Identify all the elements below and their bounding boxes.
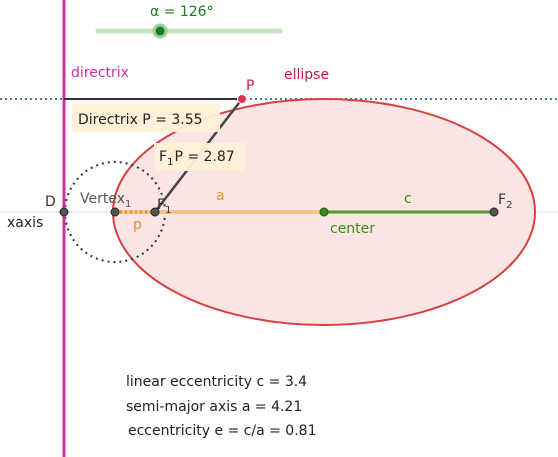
point-p-label: P [246,78,254,94]
focus2-label: F2 [498,192,512,211]
xaxis-label: xaxis [7,215,43,231]
linear-eccentricity-readout: linear eccentricity c = 3.4 [126,374,307,390]
point-f2[interactable] [489,207,499,217]
point-p[interactable] [237,94,247,104]
slider-label: α = 126° [150,4,214,20]
point-d-label: D [45,194,56,210]
semi-major-readout: semi-major axis a = 4.21 [126,399,302,415]
directrix-label: directrix [71,65,129,81]
point-center[interactable] [319,207,329,217]
eccentricity-readout: eccentricity e = c/a = 0.81 [128,423,316,439]
point-f1[interactable] [150,207,160,217]
segment-a-label: a [216,188,225,204]
f1p-text: F1P = 2.87 [159,149,235,168]
ellipse-label: ellipse [284,67,329,83]
directrix-p-box [72,104,220,132]
slider-knob[interactable] [152,23,168,39]
vertex-label: Vertex1 [80,191,131,210]
center-label: center [330,221,375,237]
segment-c-label: c [404,191,412,207]
f1p-box [154,143,246,171]
segment-p-label: p [133,217,142,233]
directrix-p-text: Directrix P = 3.55 [78,112,203,128]
point-d[interactable] [59,207,69,217]
focus1-label: F1 [157,197,171,216]
point-vertex[interactable] [110,207,120,217]
